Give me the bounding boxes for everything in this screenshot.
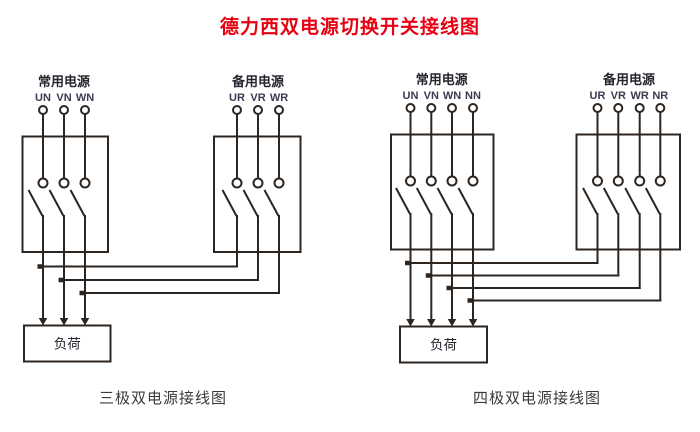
switch-contact-circle xyxy=(405,175,416,187)
switch-contact-circle xyxy=(79,177,91,189)
terminal-circle xyxy=(232,105,242,115)
arrowhead xyxy=(406,319,415,327)
junction-dot xyxy=(467,298,474,303)
terminal-circle xyxy=(447,103,457,113)
arrowhead xyxy=(468,319,478,327)
terminal-circle xyxy=(655,103,666,113)
junction-dot xyxy=(446,285,453,291)
source-label: 备用电源 xyxy=(602,72,655,87)
switch-blade xyxy=(395,187,411,215)
switch-contact-circle xyxy=(231,177,243,189)
diagram-caption-three-pole: 三极双电源接线图 xyxy=(98,390,227,407)
arrowhead xyxy=(427,319,436,327)
junction-dot xyxy=(79,290,86,296)
terminal-circle xyxy=(274,105,284,115)
switch-contact-circle xyxy=(612,175,624,187)
terminal-circle xyxy=(59,105,69,115)
terminal-label: VR xyxy=(611,90,626,102)
terminal-label: WN xyxy=(76,92,94,104)
switch-contact-circle xyxy=(425,175,437,187)
switch-blade xyxy=(242,189,259,217)
diagram-caption-four-pole: 四极双电源接线图 xyxy=(472,390,601,407)
arrowhead xyxy=(447,319,457,327)
switch-blade xyxy=(48,189,65,217)
load-box xyxy=(23,324,112,363)
switch-blade xyxy=(644,187,661,215)
switch-contact-circle xyxy=(634,175,646,187)
diagram-three-pole: 常用电源 UN VN WN 备用电源 UR VR WR 负荷 xyxy=(21,74,302,363)
source-label: 常用电源 xyxy=(416,72,468,87)
terminal-label: UR xyxy=(229,92,245,104)
terminal-circle xyxy=(80,105,90,115)
terminal-label: WR xyxy=(631,90,649,102)
page-title: 德力西双电源切换开关接线图 xyxy=(219,17,480,38)
switch-contact-circle xyxy=(654,175,666,187)
junction-dot xyxy=(58,277,65,283)
switch-blade xyxy=(582,187,598,215)
switch-blade xyxy=(69,189,86,217)
terminal-circle xyxy=(468,103,478,113)
switch-contact-circle xyxy=(37,177,49,189)
terminal-label: VN xyxy=(56,92,71,104)
junction-dot xyxy=(37,264,44,269)
terminal-label: VR xyxy=(250,92,265,104)
switch-box xyxy=(390,133,495,251)
switch-contact-circle xyxy=(273,177,285,189)
switch-blade xyxy=(27,189,44,217)
terminal-label: UN xyxy=(403,90,419,102)
load-label: 负荷 xyxy=(54,337,81,352)
source-label: 备用电源 xyxy=(231,74,284,89)
terminal-circle xyxy=(613,103,624,113)
terminal-label: NN xyxy=(465,90,481,102)
terminal-circle xyxy=(634,103,645,113)
switch-blade xyxy=(457,187,474,215)
switch-blade xyxy=(263,189,280,217)
switch-blade xyxy=(624,187,641,215)
terminal-circle xyxy=(592,103,603,113)
terminal-circle xyxy=(426,103,437,113)
source-label: 常用电源 xyxy=(38,74,90,89)
switch-contact-circle xyxy=(592,175,603,187)
load-box xyxy=(399,325,488,364)
junction-dot xyxy=(425,273,432,278)
switch-box xyxy=(21,135,109,253)
terminal-circle xyxy=(253,105,263,115)
arrowhead xyxy=(38,318,48,326)
terminal-label: UN xyxy=(35,92,51,104)
terminal-circle xyxy=(38,105,48,115)
switch-blade xyxy=(436,187,453,215)
terminal-label: WR xyxy=(270,92,288,104)
switch-box xyxy=(575,133,681,251)
switch-blade xyxy=(221,189,238,217)
terminal-label: UR xyxy=(590,90,606,102)
terminal-label: VN xyxy=(424,90,439,102)
switch-blade xyxy=(415,187,432,215)
terminal-label: NR xyxy=(652,90,668,102)
terminal-label: WN xyxy=(443,90,461,102)
switch-contact-circle xyxy=(467,175,479,187)
terminal-circle xyxy=(405,103,416,113)
switch-contact-circle xyxy=(58,177,70,189)
load-label: 负荷 xyxy=(430,338,457,353)
switch-blade xyxy=(602,187,619,215)
arrowhead xyxy=(80,318,90,326)
switch-contact-circle xyxy=(252,177,264,189)
junction-dot xyxy=(405,260,411,266)
switch-contact-circle xyxy=(446,175,458,187)
arrowhead xyxy=(59,318,69,326)
